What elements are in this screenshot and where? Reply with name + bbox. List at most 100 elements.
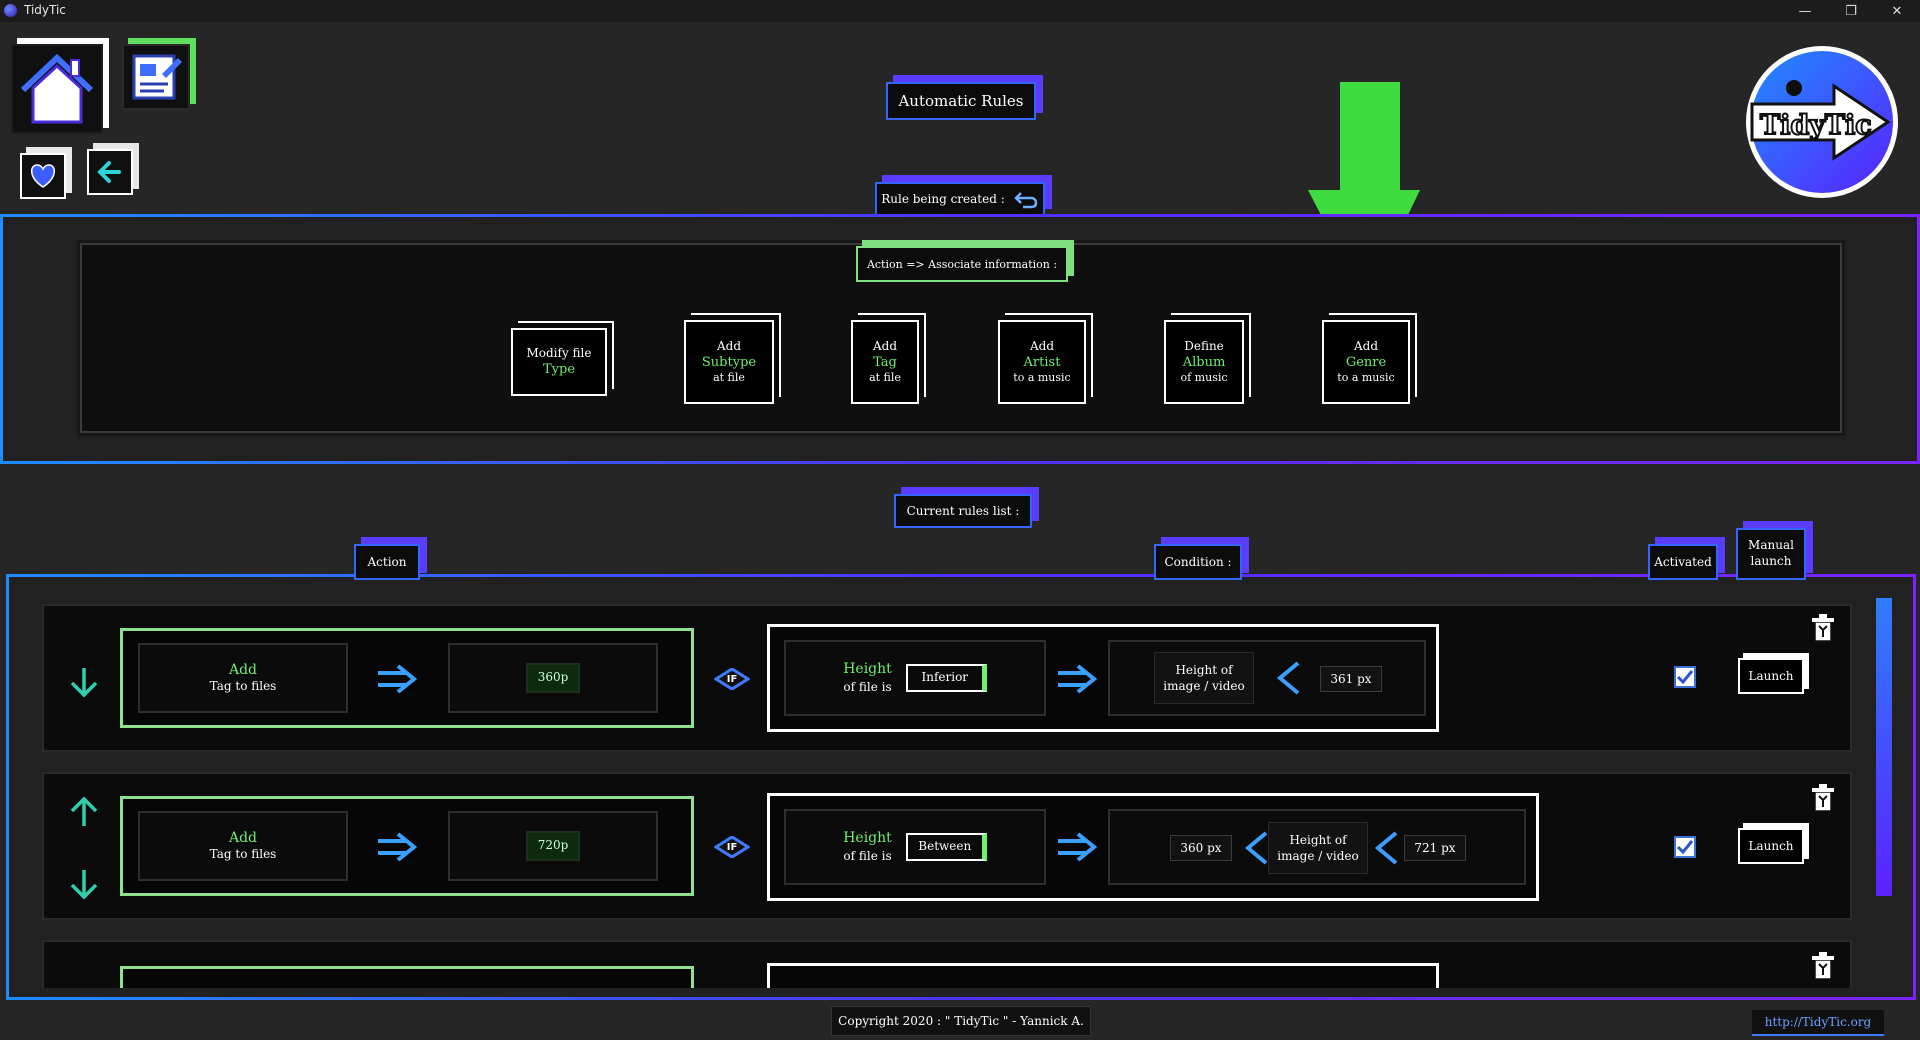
button-line: Genre — [1345, 354, 1387, 370]
button-line: Album — [1182, 354, 1226, 370]
column-header-action: Action — [354, 544, 420, 580]
rule-being-created-header: Rule being created : — [875, 182, 1045, 216]
if-label: IF — [726, 673, 738, 685]
action-value-box: 720p — [448, 811, 658, 881]
restore-icon[interactable]: ❐ — [1845, 3, 1857, 19]
minimize-icon[interactable]: — — [1798, 3, 1812, 19]
target-field: Height of image / video — [1154, 652, 1254, 704]
button-line: Add — [1353, 338, 1379, 353]
button-line: at file — [869, 371, 901, 385]
button-line: to a music — [1013, 371, 1071, 385]
tidytic-logo-icon: TidyTic — [1746, 46, 1898, 198]
button-line: Type — [542, 362, 576, 378]
home-button[interactable] — [11, 44, 103, 134]
less-than-icon — [1276, 661, 1300, 695]
if-label: IF — [726, 841, 738, 853]
condition-description: Height of file is Inferior — [784, 640, 1046, 716]
add-subtype-button[interactable]: Add Subtype at file — [684, 320, 774, 404]
if-diamond-icon — [714, 668, 750, 690]
action-title: Add — [228, 830, 258, 847]
button-line: Tag — [873, 354, 897, 370]
button-line: Modify file — [526, 346, 592, 361]
add-tag-button[interactable]: Add Tag at file — [851, 320, 919, 404]
add-genre-button[interactable]: Add Genre to a music — [1322, 320, 1410, 404]
button-line: Add — [1029, 338, 1055, 353]
close-icon[interactable]: ✕ — [1891, 3, 1903, 19]
condition-title: Height — [843, 829, 892, 846]
header-line: Manual — [1748, 538, 1794, 553]
move-up-icon[interactable] — [66, 794, 102, 830]
button-line: Add — [716, 338, 742, 353]
window-title-bar: TidyTic — ❐ ✕ — [0, 0, 1920, 22]
operator-chip[interactable]: Between — [905, 833, 987, 861]
double-arrow-right-icon — [1058, 832, 1098, 862]
page-title: Automatic Rules — [886, 82, 1036, 120]
action-section-label: Action => Associate information : — [856, 246, 1068, 282]
action-title: Add — [228, 662, 258, 679]
rule-being-created-label: Rule being created : — [881, 192, 1005, 206]
button-line: Define — [1184, 338, 1224, 353]
tag-value[interactable]: 720p — [526, 831, 580, 861]
condition-subtitle: of file is — [843, 849, 892, 864]
action-subtitle: Tag to files — [209, 679, 277, 694]
favorites-button[interactable] — [20, 153, 66, 199]
website-link[interactable]: http://TidyTic.org — [1752, 1010, 1884, 1036]
move-down-icon[interactable] — [66, 664, 102, 700]
button-line: Subtype — [701, 354, 757, 370]
home-icon — [20, 53, 94, 124]
action-description: Add Tag to files — [138, 643, 348, 713]
modify-file-type-button[interactable]: Modify file Type — [511, 328, 607, 396]
target-line: Height of — [1289, 832, 1347, 847]
button-line: at file — [713, 371, 745, 385]
limit-value[interactable]: 361 px — [1320, 666, 1382, 692]
app-icon — [4, 4, 17, 17]
move-down-icon[interactable] — [66, 866, 102, 902]
rules-scrollbar[interactable] — [1876, 598, 1892, 896]
back-arrow-icon — [97, 161, 121, 183]
activated-checkbox[interactable] — [1674, 666, 1696, 688]
trash-icon[interactable] — [1808, 612, 1838, 644]
trash-icon[interactable] — [1808, 950, 1838, 982]
rule-condition-box[interactable] — [767, 963, 1439, 988]
header-line: launch — [1750, 554, 1792, 568]
high-value[interactable]: 721 px — [1404, 835, 1466, 861]
tag-value[interactable]: 360p — [526, 663, 580, 693]
target-line: Height of — [1175, 662, 1233, 677]
logo: TidyTic — [1742, 42, 1902, 202]
launch-button[interactable]: Launch — [1738, 828, 1804, 864]
action-value-box: 360p — [448, 643, 658, 713]
operator-chip[interactable]: Inferior — [905, 664, 987, 692]
rule-action-box[interactable] — [120, 966, 694, 988]
heart-icon — [31, 164, 55, 188]
low-value[interactable]: 360 px — [1170, 835, 1232, 861]
condition-subtitle: of file is — [843, 680, 892, 695]
action-subtitle: Tag to files — [209, 847, 277, 862]
current-rules-label: Current rules list : — [894, 494, 1032, 528]
button-line: of music — [1180, 371, 1228, 385]
condition-title: Height — [843, 660, 892, 677]
button-line: to a music — [1337, 371, 1395, 385]
back-button[interactable] — [87, 149, 133, 195]
define-album-button[interactable]: Define Album of music — [1164, 320, 1244, 404]
less-than-icon — [1374, 831, 1398, 865]
checkmark-icon — [1676, 670, 1694, 685]
rules-editor-button[interactable] — [122, 44, 190, 110]
add-artist-button[interactable]: Add Artist to a music — [998, 320, 1086, 404]
activated-checkbox[interactable] — [1674, 836, 1696, 858]
launch-button[interactable]: Launch — [1738, 658, 1804, 694]
column-header-condition: Condition : — [1154, 544, 1242, 580]
if-badge: IF — [714, 836, 750, 858]
if-diamond-icon — [714, 836, 750, 858]
button-line: Artist — [1023, 354, 1061, 370]
target-line: image / video — [1277, 849, 1359, 863]
svg-text:TidyTic: TidyTic — [1760, 110, 1872, 141]
double-arrow-right-icon — [1058, 664, 1098, 694]
double-arrow-right-icon — [378, 832, 418, 862]
undo-icon[interactable] — [1013, 189, 1039, 209]
button-line: Add — [872, 338, 898, 353]
column-header-activated: Activated — [1648, 544, 1718, 580]
trash-icon[interactable] — [1808, 782, 1838, 814]
column-header-manual-launch: Manual launch — [1736, 528, 1806, 580]
copyright-text: Copyright 2020 : " TidyTic " - Yannick A… — [831, 1006, 1091, 1036]
action-description: Add Tag to files — [138, 811, 348, 881]
